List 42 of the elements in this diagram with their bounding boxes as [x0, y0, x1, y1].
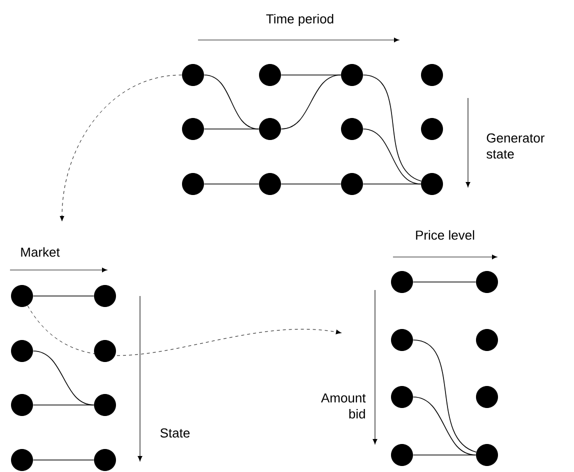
state-dot [11, 394, 33, 416]
connector-line [280, 74, 342, 130]
axis-label: State [160, 428, 190, 438]
state-dot [182, 173, 204, 195]
state-dot [94, 394, 116, 416]
state-dot [476, 444, 498, 466]
state-dot [341, 64, 363, 86]
state-dot [391, 271, 413, 293]
state-dot [391, 329, 413, 351]
axis-label: Market [21, 247, 60, 257]
state-dot [421, 64, 443, 86]
state-dot [341, 173, 363, 195]
connector-line [412, 340, 477, 452]
state-dot [476, 329, 498, 351]
state-dot [259, 64, 281, 86]
axis-label: Generator state [486, 133, 544, 159]
axis-label: Price level [416, 230, 474, 240]
state-dot [94, 285, 116, 307]
state-dot [11, 340, 33, 362]
state-dot [259, 173, 281, 195]
state-dot [259, 118, 281, 140]
state-dot [421, 118, 443, 140]
state-dot [94, 340, 116, 362]
connector-line [32, 404, 94, 406]
state-dot [391, 444, 413, 466]
state-dot [341, 118, 363, 140]
state-dot [11, 285, 33, 307]
state-dot [94, 449, 116, 471]
axis-label: Amount bid [321, 393, 366, 419]
state-dot [476, 271, 498, 293]
connector-line [412, 454, 476, 456]
state-dot [182, 64, 204, 86]
connector-line [362, 74, 422, 182]
dashed-arrow [27, 305, 342, 356]
state-dot [476, 386, 498, 408]
axis-label: Time period [266, 14, 334, 26]
state-dot [421, 173, 443, 195]
state-dot [182, 118, 204, 140]
state-dot [391, 386, 413, 408]
dashed-arrow [60, 74, 182, 222]
state-dot [11, 449, 33, 471]
connector-line [204, 128, 260, 130]
